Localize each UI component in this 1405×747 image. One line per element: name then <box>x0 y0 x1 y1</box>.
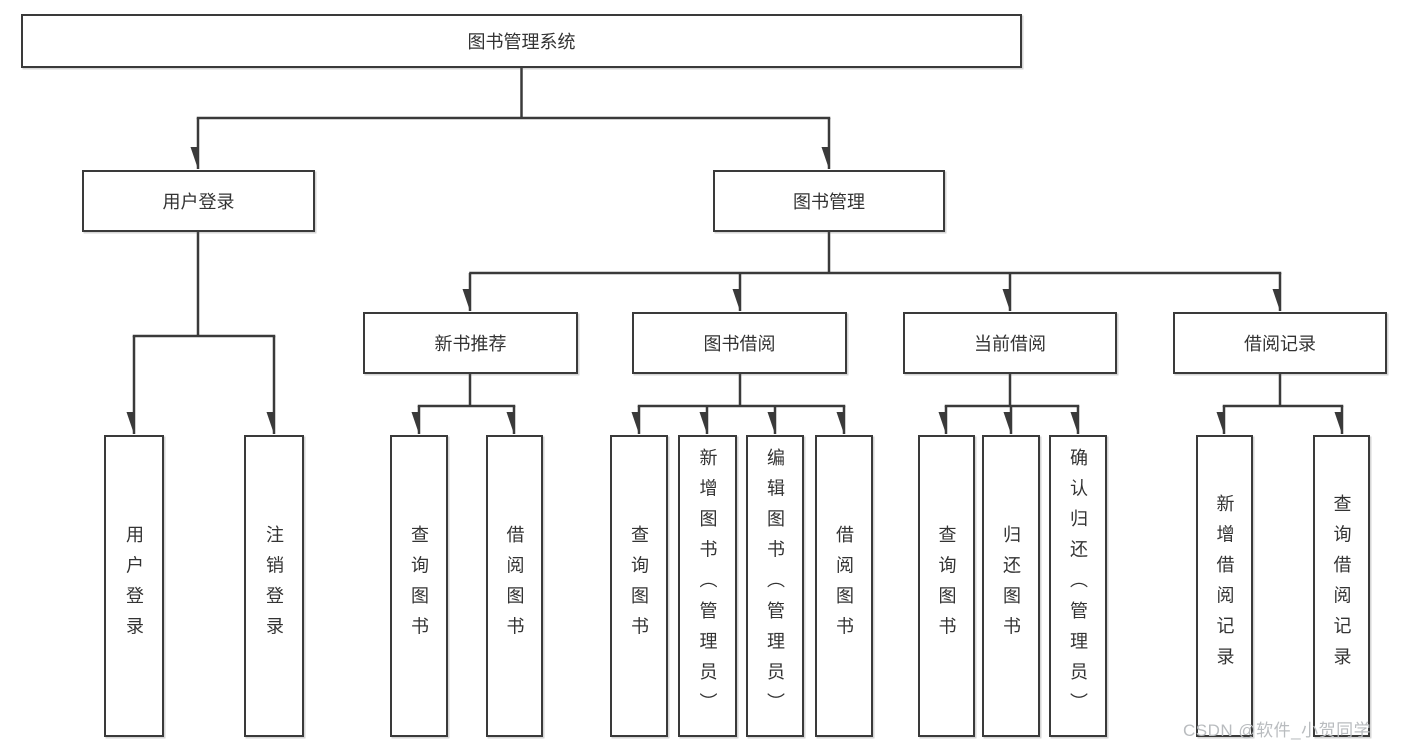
leaf-borrow-books-borrow-label: 借阅图书 <box>834 524 854 648</box>
node-book-borrowing: 图书借阅 <box>632 312 847 374</box>
node-book-management: 图书管理 <box>713 170 945 232</box>
csdn-watermark: CSDN @软件_小贺同学 <box>1183 721 1372 740</box>
leaf-edit-books-admin: 编辑图书（管理员） <box>746 435 804 737</box>
leaf-query-books-current-label: 查询图书 <box>936 524 957 648</box>
leaf-query-books-borrow-label: 查询图书 <box>629 524 649 648</box>
leaf-confirm-return-admin: 确认归还（管理员） <box>1049 435 1107 737</box>
node-current-borrowing: 当前借阅 <box>903 312 1117 374</box>
node-root-system: 图书管理系统 <box>21 14 1022 68</box>
leaf-query-books-current: 查询图书 <box>918 435 975 737</box>
leaf-query-books-rec: 查询图书 <box>390 435 448 737</box>
node-current-borrowing-label: 当前借阅 <box>974 334 1046 354</box>
leaf-user-login: 用户登录 <box>104 435 164 737</box>
leaf-borrow-books-rec: 借阅图书 <box>486 435 543 737</box>
node-borrowing-records: 借阅记录 <box>1173 312 1387 374</box>
leaf-query-books-rec-label: 查询图书 <box>409 524 429 648</box>
node-book-management-label: 图书管理 <box>793 192 865 212</box>
leaf-add-books-admin-label: 新增图书（管理员） <box>697 448 718 724</box>
node-user-login: 用户登录 <box>82 170 315 232</box>
leaf-add-borrow-record: 新增借阅记录 <box>1196 435 1253 737</box>
leaf-borrow-books-borrow: 借阅图书 <box>815 435 873 737</box>
leaf-query-borrow-record: 查询借阅记录 <box>1313 435 1370 737</box>
node-user-login-label: 用户登录 <box>162 192 235 212</box>
leaf-confirm-return-admin-label: 确认归还（管理员） <box>1068 448 1088 724</box>
node-borrowing-records-label: 借阅记录 <box>1244 334 1316 354</box>
leaf-return-books: 归还图书 <box>982 435 1040 737</box>
node-root-system-label: 图书管理系统 <box>467 32 576 52</box>
leaf-add-borrow-record-label: 新增借阅记录 <box>1214 494 1235 678</box>
leaf-return-books-label: 归还图书 <box>1001 524 1021 648</box>
node-new-book-recommendation-label: 新书推荐 <box>434 334 507 354</box>
leaf-logout-label: 注销登录 <box>264 524 284 648</box>
leaf-logout: 注销登录 <box>244 435 304 737</box>
leaf-query-books-borrow: 查询图书 <box>610 435 668 737</box>
leaf-edit-books-admin-label: 编辑图书（管理员） <box>765 448 785 724</box>
leaf-query-borrow-record-label: 查询借阅记录 <box>1331 494 1352 678</box>
leaf-user-login-label: 用户登录 <box>124 524 144 648</box>
leaf-borrow-books-rec-label: 借阅图书 <box>504 524 525 648</box>
node-book-borrowing-label: 图书借阅 <box>703 334 776 354</box>
node-new-book-recommendation: 新书推荐 <box>363 312 578 374</box>
leaf-add-books-admin: 新增图书（管理员） <box>678 435 737 737</box>
